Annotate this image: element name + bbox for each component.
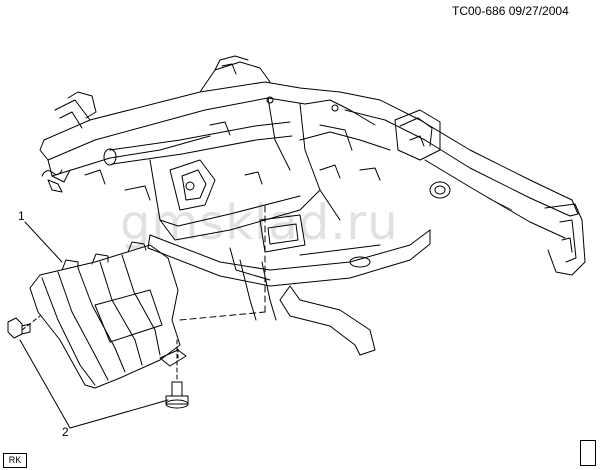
corner-label: RK	[3, 453, 27, 468]
shield-bolt-left	[7, 317, 31, 339]
callout-1: 1	[18, 209, 25, 223]
rail-label-mark	[487, 197, 513, 211]
manufacturer-logo	[580, 440, 596, 466]
callout-2: 2	[62, 425, 69, 439]
frame-assembly	[39, 55, 586, 356]
leader-lines	[19, 204, 266, 429]
shield-bolt-lower	[165, 381, 189, 409]
transfer-case-shield	[29, 241, 187, 389]
document-id: TC00-686 09/27/2004	[452, 4, 569, 18]
